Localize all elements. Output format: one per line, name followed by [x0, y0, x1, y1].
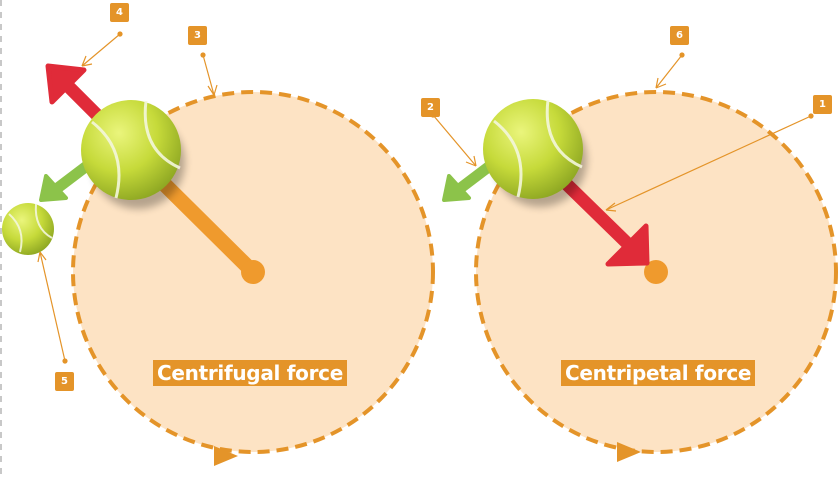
leader-6 [655, 54, 683, 89]
tennis-ball-icon [81, 100, 181, 200]
leader-6-arrowhead [655, 77, 667, 89]
callout-leaders [37, 31, 814, 364]
left-center-point [241, 260, 265, 284]
right-center-point [644, 260, 668, 284]
leader-4 [81, 33, 121, 67]
left-force-arrow-icon [45, 63, 87, 105]
callout-badge-6: 6 [670, 26, 689, 45]
leader-1-dot [808, 113, 814, 119]
tennis-ball-small-icon [2, 203, 54, 255]
leader-6-dot [679, 52, 685, 58]
left-velocity-arrow-icon [39, 174, 68, 202]
leader-3-arrowhead [207, 84, 218, 96]
right-force-arrow-icon [605, 223, 650, 267]
leader-3 [202, 54, 215, 96]
right-velocity-arrow-icon [442, 174, 471, 202]
leader-5 [39, 251, 66, 362]
callout-badge-2: 2 [421, 98, 440, 117]
callout-badge-1: 1 [813, 95, 832, 114]
callout-badge-4: 4 [110, 3, 129, 22]
page-edge-dashes [0, 0, 2, 480]
callout-badge-5: 5 [55, 372, 74, 391]
right-panel [442, 90, 838, 462]
left-panel [2, 63, 435, 466]
leader-4-arrowhead [81, 55, 93, 67]
centripetal-force-caption: Centripetal force [561, 360, 756, 386]
leader-4-dot [117, 31, 123, 37]
right-orbit-direction-icon [617, 442, 641, 462]
leader-3-dot [200, 52, 206, 58]
leader-5-arrowhead [37, 251, 47, 263]
callout-badge-3: 3 [188, 26, 207, 45]
left-orbit-direction-icon [214, 446, 238, 466]
leader-2-arrowhead [465, 155, 477, 167]
leader-2 [432, 114, 477, 167]
leader-1 [605, 115, 812, 211]
centrifugal-force-caption: Centrifugal force [153, 360, 347, 386]
leader-1-arrowhead [605, 202, 617, 212]
tennis-ball-icon [483, 99, 583, 199]
leader-5-dot [62, 358, 68, 364]
